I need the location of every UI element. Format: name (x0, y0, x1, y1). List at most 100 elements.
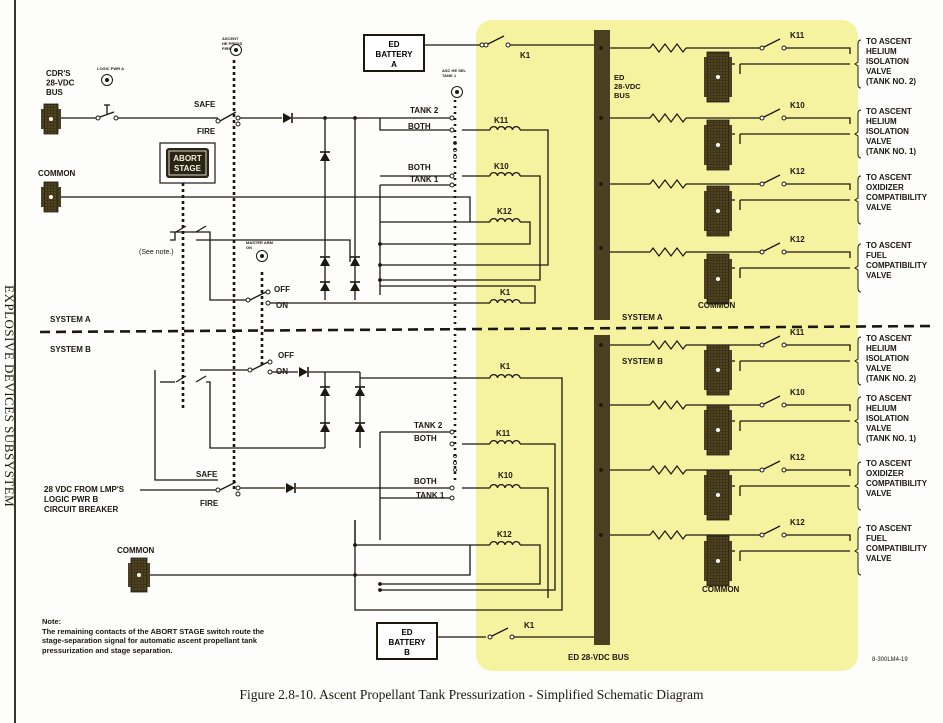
system-b-relay-k11-label: K11 (496, 429, 511, 438)
system-a-output-2-resistor (649, 113, 687, 123)
safe-label-system-b: SAFE (196, 470, 218, 479)
contact-terminal (235, 485, 241, 491)
resistor-zigzag (649, 400, 687, 410)
master-arm-on-label-b: ON (276, 367, 288, 376)
system-a-relay-k11-label: K11 (494, 116, 509, 125)
fire-label-system-a: FIRE (197, 127, 216, 136)
system-b-output-1-relay-label: K11 (790, 328, 805, 337)
contact-blade (763, 108, 781, 118)
ed-bus-label-bottom: ED 28-VDC BUS (568, 653, 630, 662)
contact-blade (763, 242, 781, 252)
system-a-output-4-destination-line: TO ASCENT (866, 241, 912, 250)
junction-dot (353, 116, 357, 120)
contact-pin (781, 342, 787, 348)
system-b-output-2-connector (704, 404, 732, 456)
ed-bus-label-top-line: 28-VDC (614, 82, 641, 91)
contact-pin (759, 467, 765, 473)
system-b-output-4-connector (704, 535, 732, 587)
contact-blade (763, 395, 781, 405)
diode-triangle (286, 483, 295, 493)
master-arm-off-label-b: OFF (278, 351, 294, 360)
abort-stage-text: ABORT (173, 154, 202, 163)
system-a-output-2-destination-line: VALVE (866, 137, 892, 146)
resistor-zigzag (649, 43, 687, 53)
wire (293, 117, 450, 131)
connector-tab (729, 350, 732, 390)
system-b-output-3-destination-line: TO ASCENT (866, 459, 912, 468)
contact-terminal (235, 115, 241, 121)
contact-pin (759, 115, 765, 121)
system-a-output-4-destination-line: VALVE (866, 271, 892, 280)
contact-terminal (449, 173, 455, 179)
wire (786, 469, 851, 476)
relay-coil-winding (489, 298, 521, 304)
system-a-output-1-relay-label: K11 (790, 31, 805, 40)
battery-label: BATTERY (376, 50, 414, 59)
relay-coil-winding (489, 171, 521, 177)
system-a-output-1-destination-line: ISOLATION (866, 57, 909, 66)
connector-pin (716, 209, 720, 213)
connector-tab (704, 191, 707, 231)
diode-triangle (355, 387, 365, 396)
system-a-output-2-brace (854, 109, 862, 159)
junction-dot (323, 116, 327, 120)
resistor-zigzag (649, 340, 687, 350)
system-b-output-3-relay-contact (759, 460, 787, 473)
system-b-output-4-resistor (649, 530, 687, 540)
connector-tab (147, 563, 150, 587)
master-arm-blade-b (251, 361, 269, 371)
master-arm-tiny-label-line: MASTER ARM (246, 240, 274, 245)
system-a-output-1-destination-line: HELIUM (866, 47, 897, 56)
junction-dot (353, 573, 357, 577)
bus-tap-dot (599, 116, 603, 120)
system-a-relay-k11-coil (489, 125, 521, 131)
wire (520, 487, 549, 598)
connector-pin (716, 428, 720, 432)
system-b-relay-k1-coil (489, 373, 521, 379)
bridge-diode-b1 (320, 386, 330, 396)
bus-tap-dot (599, 343, 603, 347)
contact-pin (781, 181, 787, 187)
connector-tab (704, 475, 707, 515)
junction-dot (378, 263, 382, 267)
contact-terminal (449, 115, 455, 121)
junction-dot (378, 278, 382, 282)
note-block: Note: The remaining contacts of the ABOR… (42, 617, 282, 655)
system-a-series-diode (283, 113, 293, 123)
system-a-output-4-destination-line: COMPATIBILITY (866, 261, 928, 270)
bus-tap-dot (599, 468, 603, 472)
system-a-output-2-destination-line: HELIUM (866, 117, 897, 126)
contact-pin (509, 634, 515, 640)
junction-dot (353, 543, 357, 547)
both-label-b-mid: BOTH (414, 477, 437, 486)
lmp-source-label-line: 28 VDC FROM LMP'S (44, 485, 125, 494)
battery-label: A (391, 60, 397, 69)
connector-tab (729, 259, 732, 299)
wire (380, 210, 549, 266)
battery-a-relay-label: K1 (520, 51, 531, 60)
system-a-relay-k1-label: K1 (500, 288, 511, 297)
cdr-bus-label-line: CDR'S (46, 69, 71, 78)
bus-tap-dot (599, 403, 603, 407)
battery-b-relay-label: K1 (524, 621, 535, 630)
abort-contact-a1 (175, 225, 187, 233)
connector-tab (704, 350, 707, 390)
system-b-output-2-relay-label: K10 (790, 388, 805, 397)
system-a-output-2-destination-line: TO ASCENT (866, 107, 912, 116)
wire (196, 239, 351, 262)
resistor-zigzag (649, 247, 687, 257)
wire (786, 183, 851, 190)
connector-tab (41, 187, 44, 207)
contact-terminal (235, 121, 241, 127)
contact-blade (487, 35, 505, 45)
safe-label-system-a: SAFE (194, 100, 216, 109)
system-b-bus-label: SYSTEM B (622, 357, 663, 366)
system-a-output-2-connector (704, 119, 732, 171)
contact-blade (491, 627, 509, 637)
bridge-diode-b4 (355, 422, 365, 432)
contact-terminal (449, 441, 455, 447)
ed-bus-label-top-line: BUS (614, 91, 630, 100)
abort-stage-text: STAGE (174, 164, 202, 173)
